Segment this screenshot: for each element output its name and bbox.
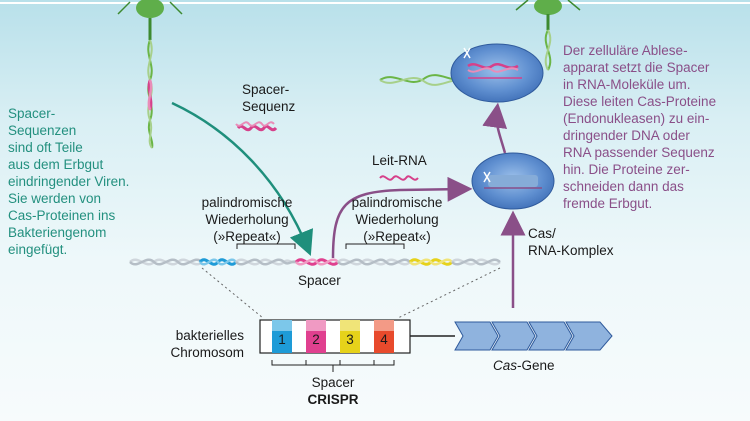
- repeat-right-label: palindromische Wiederholung (»Repeat«): [342, 194, 452, 245]
- right-note-line: hin. Die Proteine zer-: [563, 162, 690, 177]
- repeat-right-label-line: (»Repeat«): [363, 229, 431, 244]
- spacer-number-2: 2: [312, 332, 320, 347]
- repeat-left-label-line: palindromische: [201, 195, 293, 210]
- chromosome-label-line: Chromosom: [170, 345, 244, 360]
- phage-left-icon: [117, 0, 183, 40]
- left-note-line: aus dem Erbgut: [8, 157, 104, 172]
- cas-rna-complex: [471, 152, 555, 210]
- cas-genes: [454, 321, 613, 351]
- right-note-line: Der zelluläre Ablese-: [563, 43, 688, 58]
- left-note-line: Cas-Proteinen ins: [8, 208, 116, 223]
- right-note-line: fremde Erbgut.: [563, 196, 653, 211]
- cas-rna-complex-label-line: RNA-Komplex: [528, 243, 614, 258]
- cas-genes-label-rest: -Gene: [517, 358, 555, 373]
- transcription-arrow: [331, 176, 473, 259]
- right-note-line: (Endonukleasen) zu ein-: [563, 111, 710, 126]
- zoom-line-left: [201, 267, 264, 319]
- left-note-line: Sie werden von: [8, 191, 102, 206]
- spacer-sequence-label: Spacer- Sequenz: [242, 81, 295, 115]
- repeat-bracket-right: [345, 243, 405, 249]
- phage-right-icon: [515, 0, 581, 30]
- spacer-label: Spacer: [298, 273, 341, 288]
- right-note-line: RNA passender Sequenz: [563, 145, 715, 160]
- left-note-line: Bakteriengenom: [8, 225, 107, 240]
- integration-arrow: [171, 101, 313, 256]
- right-note: Der zelluläre Ablese- apparat setzt die …: [563, 42, 716, 212]
- spacer-sequence-fragment-strand2: [235, 121, 275, 127]
- spacer-number-3: 3: [346, 332, 354, 347]
- repeat-left-label-line: Wiederholung: [205, 212, 289, 227]
- crispr-dna-helix: [129, 258, 501, 266]
- chromosome-label: bakterielles Chromosom: [118, 327, 244, 361]
- spacer-sequence-fragment: [236, 124, 278, 132]
- spacer-bracket: [271, 360, 395, 366]
- left-note-line: eingefügt.: [8, 242, 68, 257]
- repeat-right-label-line: palindromische: [351, 195, 443, 210]
- cas-genes-label-italic: Cas: [493, 358, 518, 373]
- spacer-sequence-label-line: Spacer-: [242, 82, 290, 97]
- spacer-number-1: 1: [278, 332, 286, 347]
- zoom-line-right: [397, 267, 501, 319]
- spacer-bottom-label: Spacer: [311, 375, 355, 390]
- targeting-arrow: [482, 102, 508, 154]
- left-note-line: Spacer-: [8, 106, 56, 121]
- repeat-bracket-left: [236, 243, 296, 249]
- guide-rna-squiggle: [379, 175, 419, 181]
- right-note-line: Diese leiten Cas-Proteine: [563, 94, 717, 109]
- repeat-right-label-line: Wiederholung: [355, 212, 439, 227]
- left-note-line: Sequenzen: [8, 123, 77, 138]
- left-note: Spacer- Sequenzen sind oft Teile aus dem…: [8, 105, 129, 258]
- cas-genes-label: Cas-Gene: [493, 357, 555, 374]
- right-note-line: in RNA-Moleküle um.: [563, 77, 691, 92]
- chromosome-label-line: bakterielles: [175, 328, 244, 343]
- cas-rna-complex-label: Cas/ RNA-Komplex: [528, 225, 614, 259]
- repeat-left-label: palindromische Wiederholung (»Repeat«): [192, 194, 302, 245]
- right-note-line: apparat setzt die Spacer: [563, 60, 710, 75]
- spacer-number-4: 4: [380, 332, 388, 347]
- viral-dna-strand: [147, 39, 154, 149]
- crispr-label: CRISPR: [307, 392, 359, 407]
- crispr-array: [259, 319, 455, 354]
- guide-rna-label: Leit-RNA: [372, 153, 427, 168]
- right-note-line: dringender DNA oder: [563, 128, 690, 143]
- cas-target-complex: [450, 43, 544, 103]
- left-note-line: eindringender Viren.: [8, 174, 130, 189]
- spacer-sequence-label-line: Sequenz: [242, 99, 296, 114]
- repeat-left-label-line: (»Repeat«): [213, 229, 281, 244]
- left-note-line: sind oft Teile: [8, 140, 83, 155]
- cas-rna-complex-label-line: Cas/: [528, 226, 556, 241]
- right-note-line: schneiden dann das: [563, 179, 684, 194]
